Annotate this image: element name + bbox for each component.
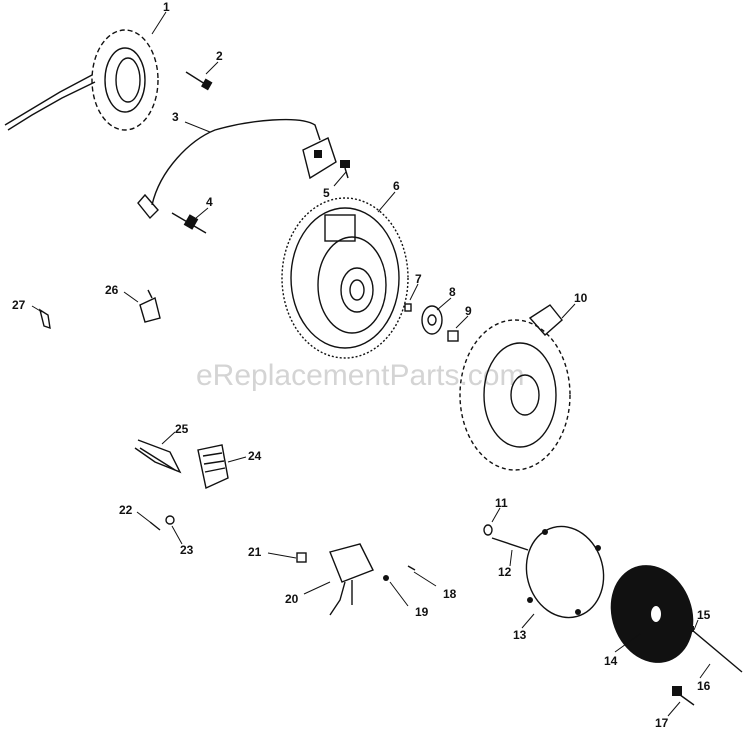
leader-lines bbox=[31, 11, 711, 717]
callout-9: 9 bbox=[465, 304, 472, 318]
part-7-key bbox=[404, 303, 412, 312]
part-5-bolt bbox=[340, 160, 350, 179]
callout-25: 25 bbox=[175, 422, 189, 436]
callout-10: 10 bbox=[574, 291, 588, 305]
callout-3: 3 bbox=[172, 110, 179, 124]
callout-7: 7 bbox=[415, 272, 422, 286]
callout-20: 20 bbox=[285, 592, 299, 606]
callout-5: 5 bbox=[323, 186, 330, 200]
callout-1: 1 bbox=[163, 0, 170, 14]
callout-4: 4 bbox=[206, 195, 213, 209]
callout-17: 17 bbox=[655, 716, 669, 730]
part-8-washer bbox=[421, 305, 443, 335]
part-25-clamp bbox=[134, 439, 182, 474]
part-9-nut bbox=[447, 330, 459, 342]
callout-24: 24 bbox=[248, 449, 262, 463]
part-26-bracket bbox=[139, 289, 161, 323]
part-20-module bbox=[329, 543, 374, 616]
part-2-screw bbox=[185, 71, 213, 91]
part-3-ignition-lead bbox=[137, 118, 337, 220]
part-11-pin bbox=[483, 524, 493, 536]
callout-27: 27 bbox=[12, 298, 26, 312]
part-16-long-bolt bbox=[688, 626, 743, 673]
part-17-bolt bbox=[672, 686, 695, 706]
callout-2: 2 bbox=[216, 49, 223, 63]
callout-18: 18 bbox=[443, 587, 457, 601]
part-12-rod bbox=[491, 537, 529, 551]
callout-26: 26 bbox=[105, 283, 119, 297]
part-23-washer bbox=[165, 515, 175, 525]
callout-22: 22 bbox=[119, 503, 133, 517]
callout-19: 19 bbox=[415, 605, 429, 619]
callout-23: 23 bbox=[180, 543, 194, 557]
part-1-stator bbox=[4, 29, 159, 131]
part-14-screen bbox=[610, 565, 694, 663]
part-13-gasket bbox=[525, 525, 605, 619]
callout-12: 12 bbox=[498, 565, 512, 579]
callout-8: 8 bbox=[449, 285, 456, 299]
callout-15: 15 bbox=[697, 608, 711, 622]
callout-11: 11 bbox=[495, 496, 508, 510]
part-19-washer bbox=[383, 575, 389, 581]
callout-labels: 1 2 3 4 5 6 7 8 9 10 11 12 13 14 15 16 1… bbox=[12, 0, 711, 730]
part-24-regulator bbox=[197, 444, 229, 489]
part-21-clip bbox=[296, 552, 307, 563]
part-27-clip bbox=[38, 308, 51, 330]
callout-6: 6 bbox=[393, 179, 400, 193]
callout-13: 13 bbox=[513, 628, 527, 642]
part-22-screw bbox=[149, 521, 161, 531]
callout-21: 21 bbox=[248, 545, 262, 559]
part-6-flywheel bbox=[281, 197, 409, 359]
part-18-screw bbox=[407, 565, 416, 571]
callout-16: 16 bbox=[697, 679, 711, 693]
part-10-fan bbox=[459, 304, 571, 471]
watermark: eReplacementParts.com bbox=[196, 359, 524, 392]
part-4-spark-plug bbox=[171, 212, 207, 234]
callout-14: 14 bbox=[604, 654, 618, 668]
